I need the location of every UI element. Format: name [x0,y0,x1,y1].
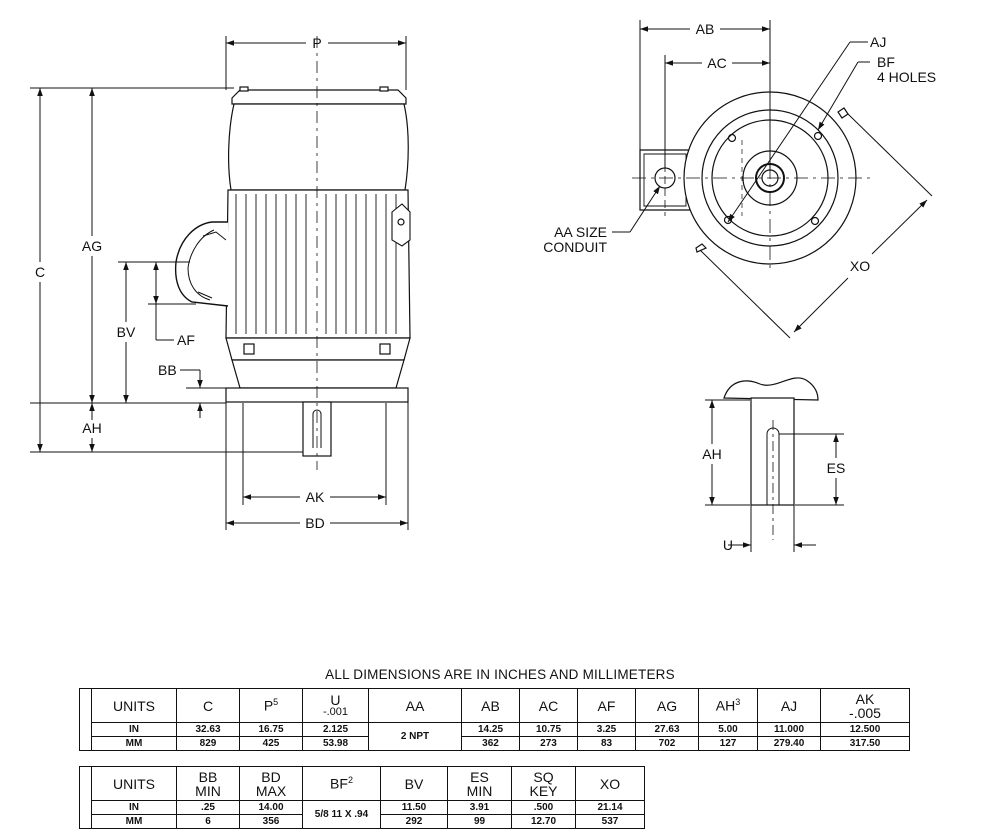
shaft-detail [723,377,819,540]
shaft-detail-labels: AH ES U [702,446,845,553]
label-bb: BB [158,362,177,378]
header-af: AF [577,688,636,723]
cell: 21.14 [575,800,645,815]
cell: 279.40 [757,736,821,751]
end-view [632,84,870,272]
cell: 829 [176,736,240,751]
header-ah: AH3 [698,688,758,723]
cell: 3.91 [447,800,512,815]
header-units: UNITS [91,688,177,723]
end-view-labels: AB AC AJ BF 4 HOLES AA SIZE CONDUIT XO [543,21,936,274]
header-c: C [176,688,240,723]
cell: 317.50 [820,736,910,751]
cell: 14.25 [461,722,520,737]
header-p: P5 [239,688,303,723]
label-af: AF [177,332,195,348]
label-xo: XO [850,258,870,274]
cell: 2.125 [302,722,369,737]
side-view [174,36,411,470]
cell: 12.70 [511,814,576,829]
table-1-gutter [79,688,92,751]
motor-dimension-drawing: P C AG BV AF BB AH AK BD [30,20,936,553]
cell: 11.50 [380,800,448,815]
cell: 356 [239,814,303,829]
cell: 702 [635,736,699,751]
label-ab: AB [696,21,715,37]
label-bf-note: 4 HOLES [877,69,936,85]
side-view-labels: P C AG BV AF BB AH AK BD [35,35,325,531]
header-ag: AG [635,688,699,723]
shaft-detail-dimensions [705,399,844,552]
table-2-row-mm: MM 6 356 292 99 12.70 537 [80,814,645,829]
header-bv: BV [380,766,448,801]
cell: 99 [447,814,512,829]
cell: 83 [577,736,636,751]
label-ah-detail: AH [702,446,721,462]
header-ak: AK-.005 [820,688,910,723]
label-bf: BF [877,54,895,70]
label-aa: AA SIZE [554,224,607,240]
cell: .500 [511,800,576,815]
cell: 425 [239,736,303,751]
table-1-row-in: IN 32.63 16.75 2.125 2 NPT 14.25 10.75 3… [80,722,910,751]
table-1-header-row: UNITS C P5 U-.001 AA AB AC AF AG AH3 AJ … [79,688,910,751]
cell: 362 [461,736,520,751]
label-aj: AJ [870,34,886,50]
label-ah: AH [82,420,101,436]
cell: 32.63 [176,722,240,737]
table-title: ALL DIMENSIONS ARE IN INCHES AND MILLIME… [325,667,675,682]
label-bv: BV [117,324,136,340]
cell: 53.98 [302,736,369,751]
cell: 27.63 [635,722,699,737]
cell-aa-merged: 2 NPT [368,722,462,751]
label-p: P [312,35,321,51]
cell: IN [91,722,177,737]
header-bf: BF2 [302,766,381,801]
header-xo: XO [575,766,645,801]
label-es: ES [827,460,846,476]
cell: 6 [176,814,240,829]
header-aj: AJ [757,688,821,723]
cell: MM [91,736,177,751]
cell: 292 [380,814,448,829]
cell: 273 [519,736,578,751]
cell: 12.500 [820,722,910,737]
table-2-gutter [79,766,92,829]
cell: MM [91,814,177,829]
cell: 127 [698,736,758,751]
cell-bf-merged: 5/8 11 X .94 [302,800,381,829]
table-2-row-in: IN .25 14.00 5/8 11 X .94 11.50 3.91 .50… [80,800,645,829]
cell: .25 [176,800,240,815]
cell: 537 [575,814,645,829]
cell: IN [91,800,177,815]
header-u: U-.001 [302,688,369,723]
cell: 11.000 [757,722,821,737]
label-aa-note: CONDUIT [543,239,607,255]
header-aa: AA [368,688,462,723]
label-c: C [35,264,45,280]
cell: 14.00 [239,800,303,815]
side-view-dimensions [30,36,409,530]
label-bd: BD [305,515,324,531]
end-view-dimensions [612,20,933,339]
header-ab: AB [461,688,520,723]
header-ac: AC [519,688,578,723]
cell: 16.75 [239,722,303,737]
header-units-2: UNITS [91,766,177,801]
label-ak: AK [306,489,325,505]
dimensions-table-1: UNITS C P5 U-.001 AA AB AC AF AG AH3 AJ … [79,688,910,751]
label-u: U [723,537,733,553]
cell: 10.75 [519,722,578,737]
label-ag: AG [82,238,102,254]
cell: 5.00 [698,722,758,737]
table-1-row-mm: MM 829 425 53.98 362 273 83 702 127 279.… [80,736,910,751]
label-ac: AC [707,55,726,71]
cell: 3.25 [577,722,636,737]
